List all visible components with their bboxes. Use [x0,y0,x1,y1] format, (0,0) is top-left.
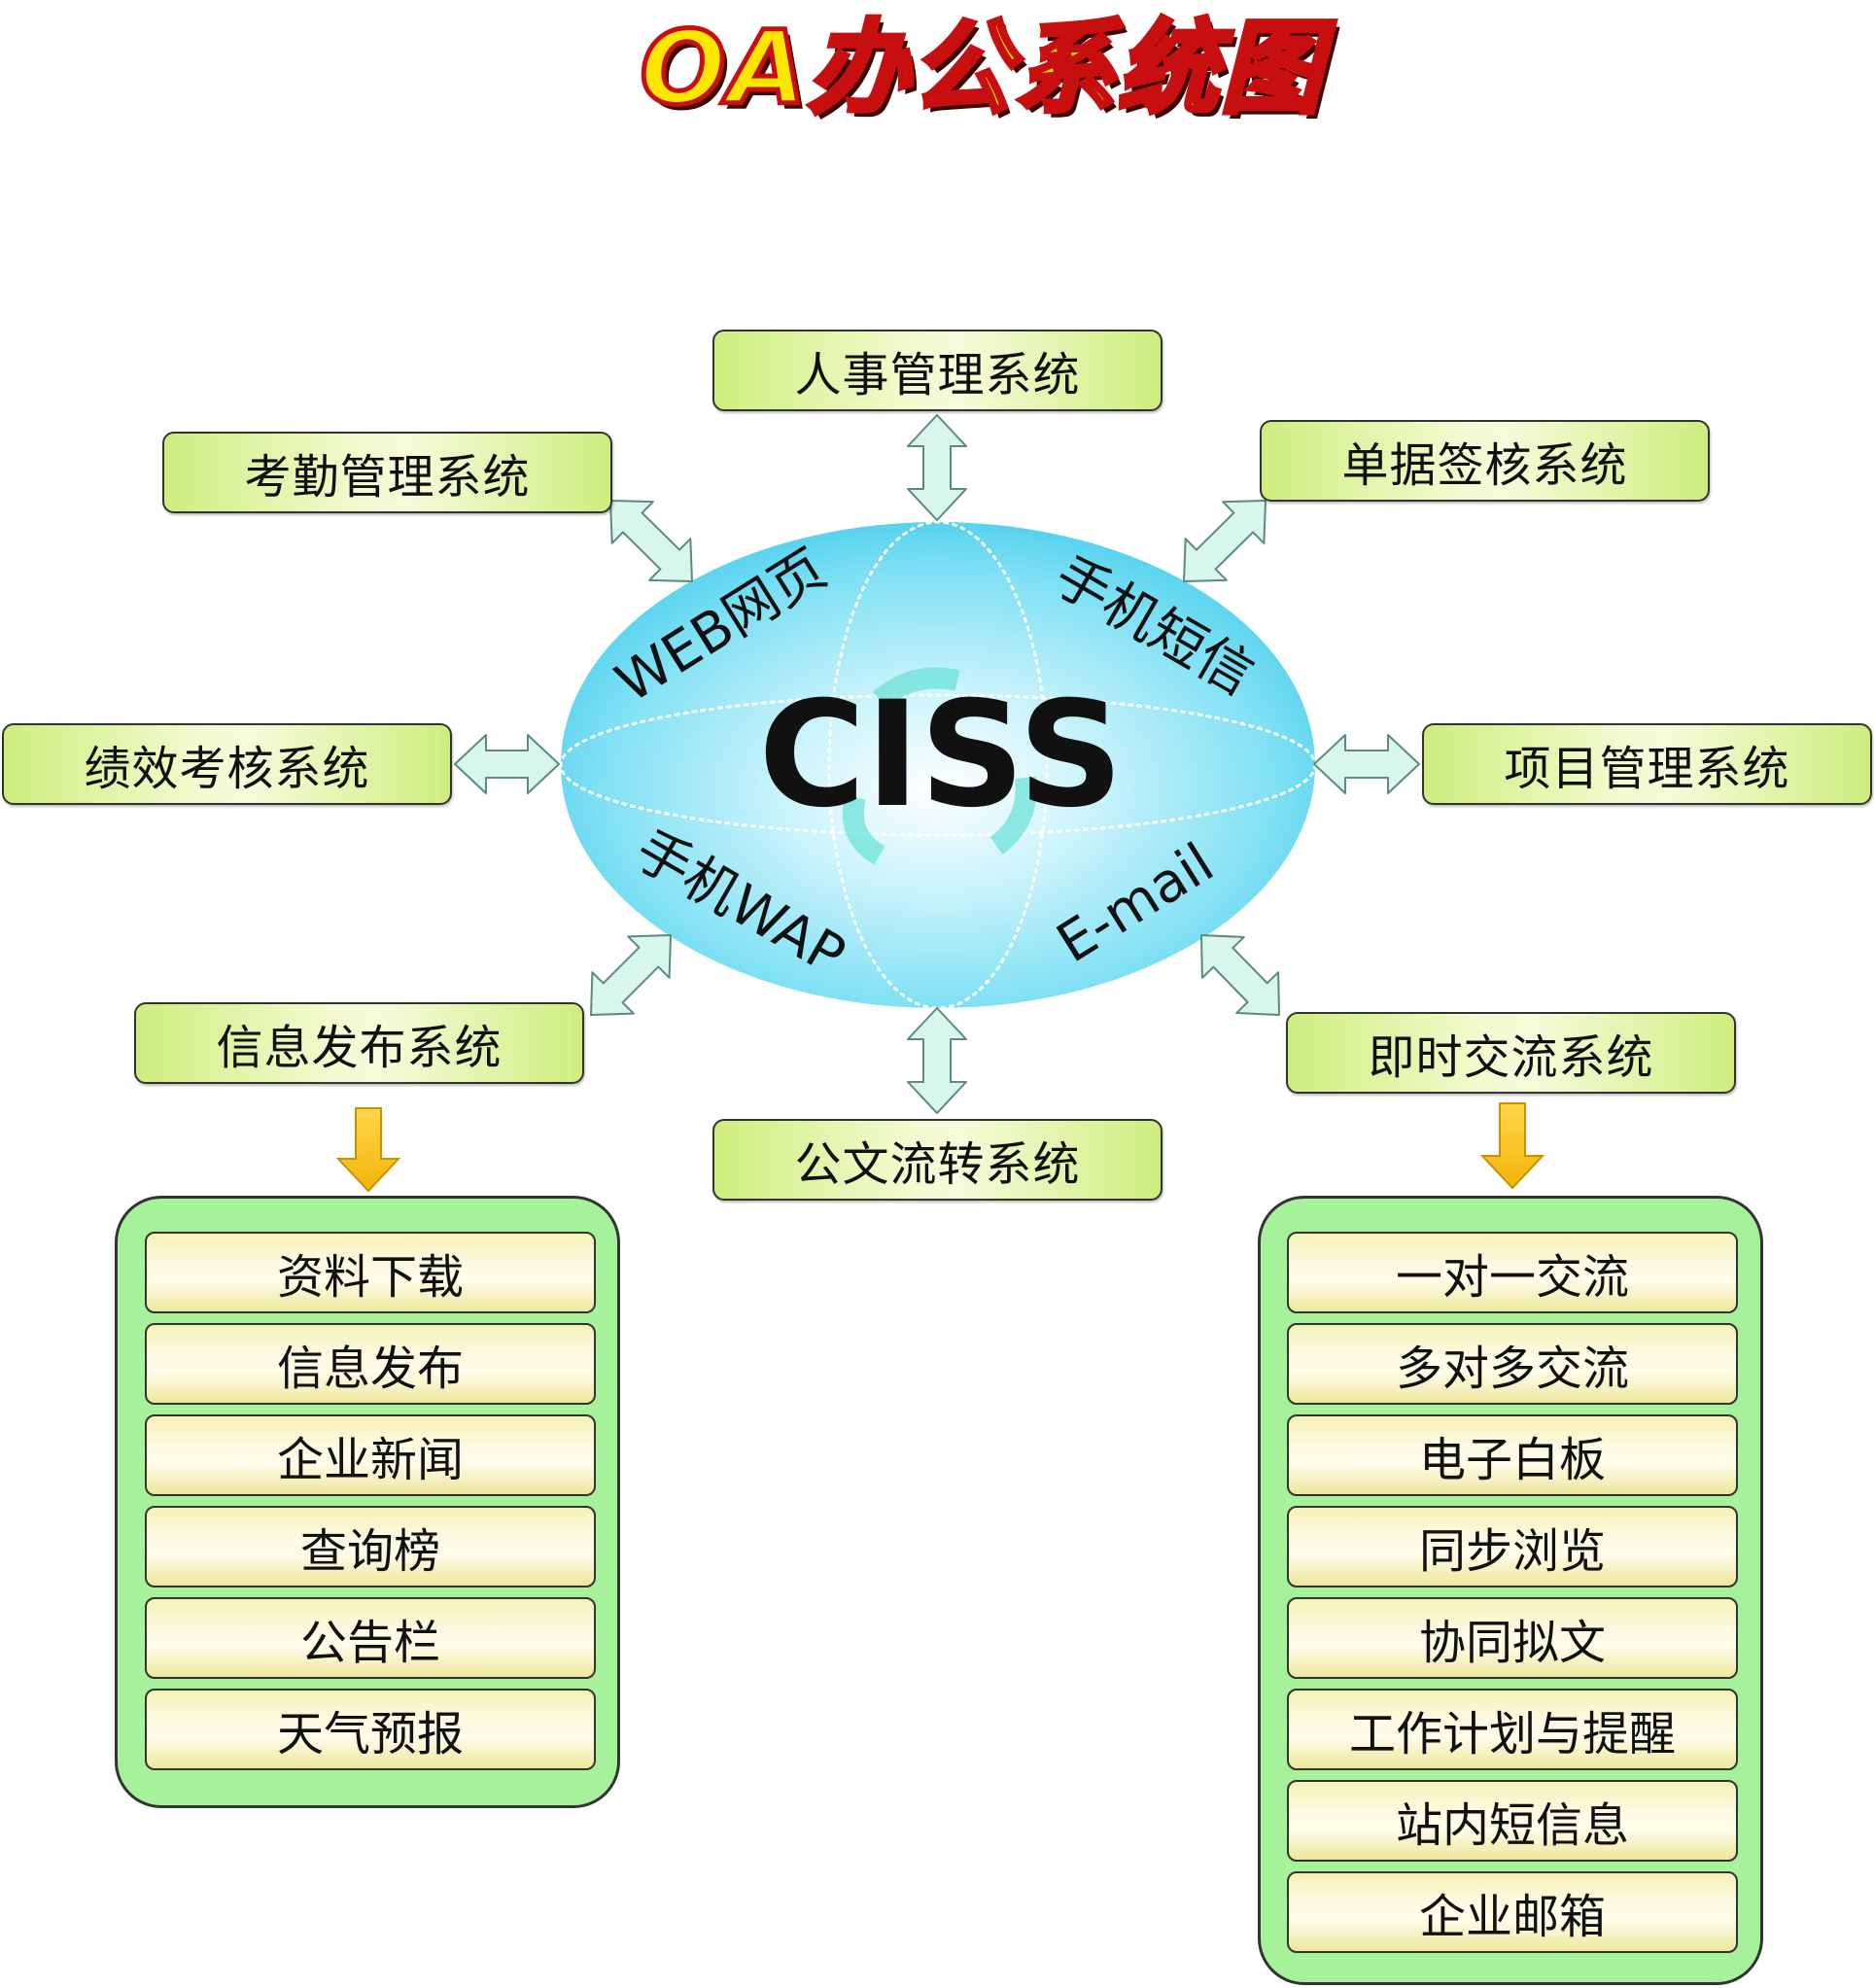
list-item: 电子白板 [1287,1414,1738,1496]
project-system-box: 项目管理系统 [1422,723,1872,805]
down-arrow-right-icon [1479,1102,1545,1190]
diagram-title: OA办公系统图 [638,6,1324,129]
instant-comm-panel: 一对一交流 多对多交流 电子白板 同步浏览 协同拟文 工作计划与提醒 站内短信息… [1258,1196,1763,1985]
arrow-info-icon [590,933,673,1016]
personnel-system-box: 人事管理系统 [712,330,1163,411]
list-item: 站内短信息 [1287,1780,1738,1862]
instant-comm-system-box: 即时交流系统 [1286,1012,1736,1094]
arrow-attendance-icon [609,500,694,582]
list-item: 信息发布 [145,1323,596,1405]
ciss-label: CISS [758,671,1123,840]
ciss-ellipse [561,522,1315,1008]
list-item: 天气预报 [145,1689,596,1770]
list-item: 资料下载 [145,1232,596,1313]
arrow-personnel-icon [907,414,967,521]
arrow-approval-icon [1183,500,1267,583]
arrow-instant-icon [1200,933,1280,1016]
list-item: 企业邮箱 [1287,1871,1738,1953]
list-item: 工作计划与提醒 [1287,1689,1738,1770]
arrow-performance-icon [454,734,560,794]
list-item: 查询榜 [145,1506,596,1587]
arrow-docflow-icon [907,1007,967,1114]
attendance-system-box: 考勤管理系统 [162,432,612,513]
list-item: 多对多交流 [1287,1323,1738,1405]
doc-flow-system-box: 公文流转系统 [712,1119,1163,1201]
info-release-panel: 资料下载 信息发布 企业新闻 查询榜 公告栏 天气预报 [115,1196,620,1808]
list-item: 公告栏 [145,1597,596,1679]
list-item: 协同拟文 [1287,1597,1738,1679]
cycle-arrows-icon [842,667,1037,865]
document-approval-system-box: 单据签核系统 [1260,420,1710,502]
info-release-system-box: 信息发布系统 [134,1002,584,1084]
list-item: 同步浏览 [1287,1506,1738,1587]
connector-arrows [454,414,1420,1114]
list-item: 企业新闻 [145,1414,596,1496]
ellipse-meridian-vertical [827,520,1049,1010]
performance-system-box: 绩效考核系统 [2,723,452,805]
list-item: 一对一交流 [1287,1232,1738,1313]
down-arrow-left-icon [335,1107,401,1193]
arrow-project-icon [1313,734,1420,794]
